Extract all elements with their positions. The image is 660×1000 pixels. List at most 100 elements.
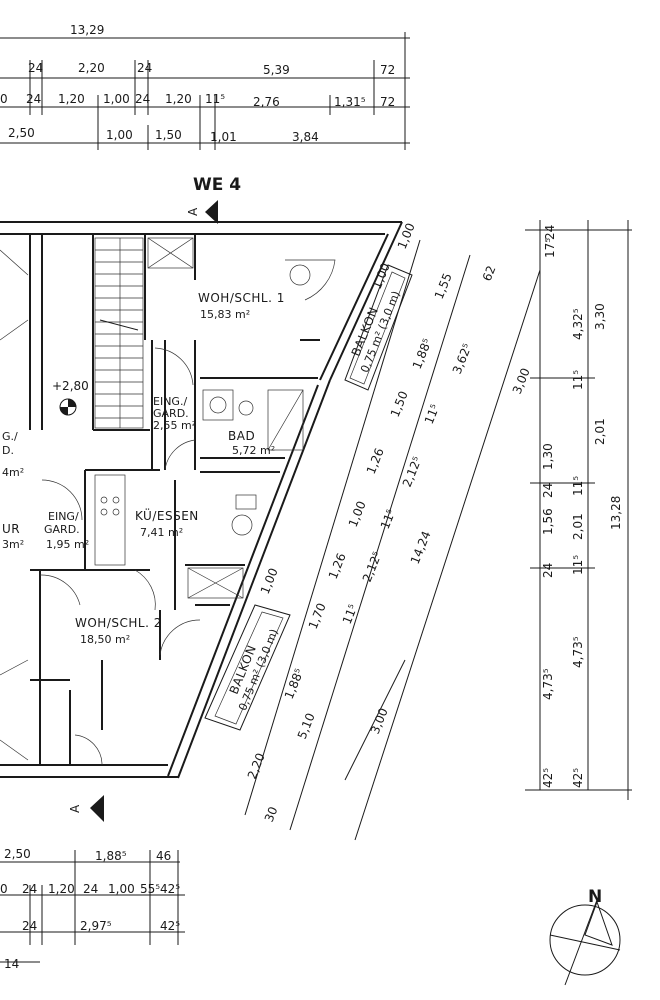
dim-top-r2-4: 72	[380, 63, 395, 77]
dim-top-r3-0: 0	[0, 92, 8, 106]
dim-top-r2-1: 2,20	[78, 61, 105, 75]
diag-dim-2-5: 2,12⁵	[360, 549, 385, 584]
window-markers	[0, 237, 244, 761]
kitchen-counter	[94, 474, 126, 566]
dim-bottom-r2-0: 0	[0, 882, 8, 896]
diag-dim-1-3: 1,50	[388, 389, 411, 419]
dim-bottom-r1-2: 46	[156, 849, 171, 863]
right-dim-2-7: 42⁵	[571, 768, 585, 788]
partial-room-1: G./	[2, 430, 18, 443]
top-dimension-chains: 13,29 24 2,20 24 5,39 72 0 24 1,20 1,00 …	[0, 23, 410, 150]
staircase	[94, 237, 144, 429]
right-dim-2-3: 11⁵	[571, 476, 585, 496]
dim-bottom-r2-6: 42⁵	[160, 882, 180, 896]
right-dimension-labels: 2417⁵4,32⁵11⁵1,30241,56244,73⁵42⁵3,302,0…	[541, 225, 623, 788]
dim-top-r2-2: 24	[137, 61, 152, 75]
dim-top-r3-1: 24	[26, 92, 41, 106]
room-area-woh-schl-1: 15,83 m²	[200, 308, 250, 321]
partial-room-4: UR	[2, 522, 20, 536]
right-dim-1-6: 1,56	[541, 508, 555, 535]
room-area-bad: 5,72 m²	[232, 444, 275, 457]
right-dim-1-3: 11⁵	[571, 370, 585, 390]
dim-bottom-r2-5: 55⁵	[140, 882, 160, 896]
room-name-eing-gard-1-b: GARD.	[153, 407, 189, 420]
room-name-eing-gard-2-a: EING/	[48, 510, 79, 523]
dim-bottom-r4-0: 14	[4, 957, 19, 971]
dim-bottom-r3-0: 24	[22, 919, 37, 933]
unit-label: WE 4	[193, 175, 241, 195]
diag-dim-1-5: 1,00	[346, 499, 369, 529]
dim-top-r4-3: 1,01	[210, 130, 237, 144]
right-dim-1-2: 4,32⁵	[571, 308, 585, 340]
diag-dim-2-0: 62	[480, 264, 499, 283]
room-area-eing-gard-2: 1,95 m²	[46, 538, 89, 551]
right-dim-1-1: 17⁵	[543, 238, 557, 258]
north-arrow-icon: N	[549, 887, 621, 986]
room-name-woh-schl-1: WOH/SCHL. 1	[198, 291, 285, 305]
right-dim-1-7: 24	[541, 563, 555, 578]
dim-top-r4-0: 2,50	[8, 126, 35, 140]
diag-dim-1-11: 30	[262, 805, 281, 824]
dim-top-r2-3: 5,39	[263, 63, 290, 77]
partial-room-2: D.	[2, 444, 14, 457]
diagonal-dimension-lines	[244, 239, 541, 841]
diag-dim-3-1: 14,24	[408, 529, 434, 566]
right-dim-1-8: 4,73⁵	[541, 668, 555, 700]
dim-top-r3-2: 1,20	[58, 92, 85, 106]
bottom-dimension-chains: 2,50 1,88⁵ 46 0 24 1,20 24 1,00 55⁵ 42⁵ …	[0, 847, 185, 971]
right-dim-1-0: 24	[543, 225, 557, 240]
partial-room-3: 4m²	[2, 466, 24, 479]
dim-top-r3-9: 72	[380, 95, 395, 109]
dim-bottom-r1-0: 2,50	[4, 847, 31, 861]
dim-top-r3-8: 1,31⁵	[334, 95, 366, 109]
right-dim-2-4: 2,01	[571, 513, 585, 540]
room-name-kueche-essen: KÜ/ESSEN	[135, 507, 199, 523]
room-area-kueche-essen: 7,41 m²	[140, 526, 183, 539]
dim-top-r3-3: 1,00	[103, 92, 130, 106]
diag-dim-1-4: 1,26	[364, 446, 387, 476]
north-label: N	[588, 887, 602, 907]
dim-bottom-r3-2: 42⁵	[160, 919, 180, 933]
right-dim-1-4: 1,30	[541, 443, 555, 470]
room-name-bad: BAD	[228, 429, 255, 443]
dim-top-r4-1: 1,00	[106, 128, 133, 142]
dim-top-r4-2: 1,50	[155, 128, 182, 142]
partial-room-5: 3m²	[2, 538, 24, 551]
dim-top-r2-0: 24	[28, 61, 43, 75]
right-dim-3-0: 13,28	[609, 496, 623, 530]
elevation-marker: +2,80	[52, 379, 89, 416]
dim-top-r3-6: 11⁵	[205, 92, 225, 106]
diag-dim-2-6: 11⁵	[340, 602, 361, 626]
diag-dim-1-9: 5,10	[295, 711, 318, 741]
right-dim-2-6: 4,73⁵	[571, 636, 585, 668]
diag-dim-2-2: 11⁵	[422, 402, 443, 426]
bathroom-fixtures	[202, 264, 311, 536]
diag-dim-2-1: 3,62⁵	[450, 341, 475, 376]
diag-dim-2-4: 11⁵	[378, 507, 399, 531]
dim-bottom-r2-2: 1,20	[48, 882, 75, 896]
right-dim-2-5: 11⁵	[571, 555, 585, 575]
section-marker-bottom-label: A	[68, 804, 82, 813]
diag-dim-1-2: 1,88⁵	[410, 336, 435, 371]
right-dim-2-2: 2,01	[593, 418, 607, 445]
right-dim-1-5: 24	[541, 483, 555, 498]
room-labels: WOH/SCHL. 1 15,83 m² EING./ GARD. 2,55 m…	[2, 291, 285, 646]
dim-top-r3-5: 1,20	[165, 92, 192, 106]
diag-dim-1-8: 1,88⁵	[282, 666, 307, 701]
dim-bottom-r2-1: 24	[22, 882, 37, 896]
right-dim-2-0: 3,30	[593, 303, 607, 330]
dim-top-r3-4: 24	[135, 92, 150, 106]
door-swings	[39, 259, 336, 766]
balcony-lower: BALKON 0,75 m² (3,0 m)	[204, 604, 291, 731]
diag-dim-1-1: 1,55	[432, 271, 455, 301]
diag-dim-3-0: 3,00	[510, 366, 533, 396]
dim-top-total: 13,29	[70, 23, 104, 37]
building-walls	[0, 221, 403, 779]
dim-bottom-r2-3: 24	[83, 882, 98, 896]
dim-top-r4-4: 3,84	[292, 130, 319, 144]
diag-dim-1-10: 2,20	[245, 751, 268, 781]
elevation-label: +2,80	[52, 379, 89, 393]
room-name-woh-schl-2: WOH/SCHL. 2	[75, 616, 162, 630]
room-area-eing-gard-1: 2,55 m²	[153, 419, 196, 432]
